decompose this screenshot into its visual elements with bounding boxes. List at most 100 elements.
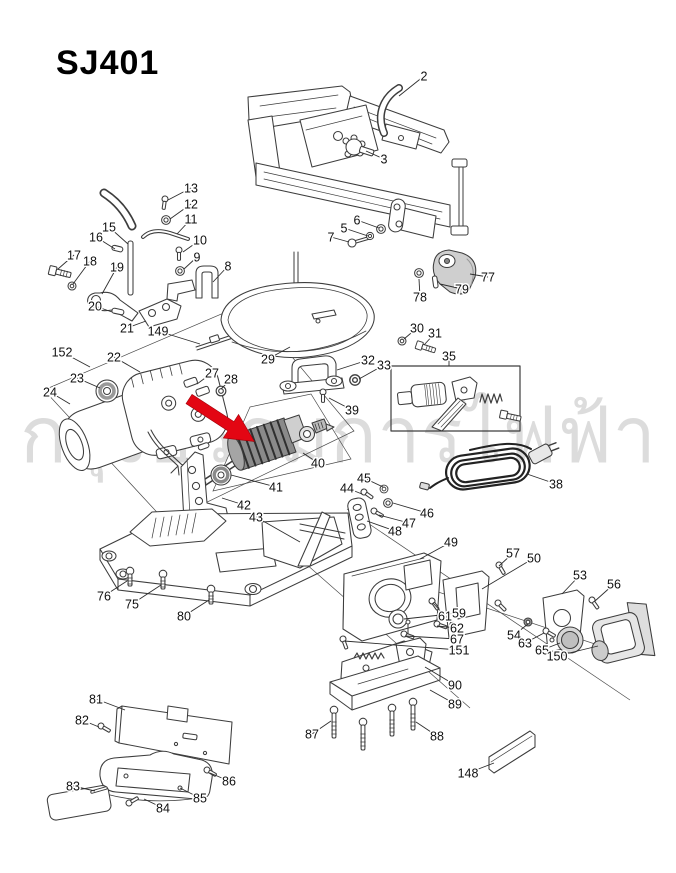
part-label-61: 61 <box>438 609 452 623</box>
tension-lever-box <box>390 365 522 432</box>
part-label-83: 83 <box>66 779 80 793</box>
leader-line-23 <box>76 377 101 389</box>
part-label-87: 87 <box>305 727 319 741</box>
leader-line-6 <box>356 219 380 229</box>
part-label-17: 17 <box>67 248 81 262</box>
leader-line-86 <box>209 772 230 782</box>
leader-line-46 <box>392 502 428 514</box>
part-label-12: 12 <box>184 197 198 211</box>
part-label-59: 59 <box>452 606 466 620</box>
leader-line-21 <box>126 320 147 329</box>
part-label-30: 30 <box>410 321 424 335</box>
part-label-10: 10 <box>193 233 207 247</box>
part-label-7: 7 <box>328 230 335 244</box>
part-label-19: 19 <box>110 260 124 274</box>
leader-line-13 <box>167 187 192 201</box>
part-label-43: 43 <box>249 510 263 524</box>
part-label-78: 78 <box>413 290 427 304</box>
leader-line-54 <box>513 623 529 636</box>
leader-line-57 <box>498 552 514 567</box>
leader-line-82 <box>81 719 100 728</box>
leader-line-32 <box>336 359 369 371</box>
part-label-35: 35 <box>442 349 456 363</box>
part-label-50: 50 <box>527 551 541 565</box>
switch-plate-assembly <box>329 619 441 751</box>
leader-line-12 <box>169 203 192 220</box>
part-label-40: 40 <box>311 456 325 470</box>
part-label-15: 15 <box>102 220 116 234</box>
leader-line-148 <box>467 762 495 774</box>
highlight-arrow <box>185 393 255 442</box>
part-label-47: 47 <box>402 516 416 530</box>
part-label-23: 23 <box>70 371 84 385</box>
part-label-76: 76 <box>97 589 111 603</box>
part-label-24: 24 <box>43 385 57 399</box>
clamp-knob <box>342 134 375 158</box>
part-label-67: 67 <box>450 632 464 646</box>
part-label-89: 89 <box>448 697 462 711</box>
part-label-27: 27 <box>205 366 219 380</box>
part-label-44: 44 <box>340 481 354 495</box>
leader-line-62 <box>436 625 458 629</box>
leader-line-65 <box>541 642 561 651</box>
leader-line-24 <box>49 391 71 405</box>
part-label-63: 63 <box>518 636 532 650</box>
leader-line-149 <box>157 330 201 345</box>
leader-line-17 <box>57 254 75 270</box>
motor-wires <box>147 429 190 476</box>
leader-line-18 <box>72 260 91 285</box>
part-label-90: 90 <box>448 678 462 692</box>
leader-line-8 <box>212 265 229 283</box>
link-fasteners <box>347 224 386 248</box>
part-label-2: 2 <box>421 69 428 83</box>
part-label-20: 20 <box>88 299 102 313</box>
leader-line-42 <box>221 497 245 506</box>
part-label-32: 32 <box>361 353 375 367</box>
leader-line-2 <box>398 75 425 97</box>
leader-line-84 <box>143 798 164 809</box>
page-title: SJ401 <box>56 44 160 82</box>
leader-line-79 <box>439 283 463 290</box>
part-label-84: 84 <box>156 801 170 815</box>
leader-line-47 <box>378 514 410 524</box>
part-label-57: 57 <box>506 546 520 560</box>
part-label-82: 82 <box>75 713 89 727</box>
base <box>99 508 353 607</box>
leader-line-9 <box>183 256 198 270</box>
part-label-152: 152 <box>52 345 73 359</box>
leader-line-28 <box>220 378 232 390</box>
part-label-53: 53 <box>573 568 587 582</box>
part-label-45: 45 <box>357 471 371 485</box>
leader-line-33 <box>358 364 385 380</box>
leader-line-10 <box>182 239 201 253</box>
part-label-54: 54 <box>507 628 521 642</box>
leader-line-53 <box>561 574 581 595</box>
leader-line-81 <box>95 698 126 711</box>
leader-line-67 <box>404 635 458 640</box>
part-label-80: 80 <box>177 609 191 623</box>
part-label-65: 65 <box>535 643 549 657</box>
part-label-46: 46 <box>420 506 434 520</box>
leader-line-30 <box>403 327 418 340</box>
leader-line-27 <box>196 372 213 385</box>
part-label-11: 11 <box>185 212 198 226</box>
part-label-81: 81 <box>89 692 103 706</box>
upper-arm-assembly <box>247 85 469 307</box>
spring <box>479 393 503 404</box>
leader-line-39 <box>328 397 353 411</box>
leader-line-7 <box>330 236 350 243</box>
leader-line-80 <box>183 599 210 617</box>
part-label-42: 42 <box>237 498 251 512</box>
part-label-13: 13 <box>184 181 198 195</box>
part-label-9: 9 <box>194 250 201 264</box>
part-label-49: 49 <box>444 535 458 549</box>
part-label-28: 28 <box>224 372 238 386</box>
part-label-33: 33 <box>377 358 391 372</box>
part-label-18: 18 <box>83 254 97 268</box>
motor-assembly <box>58 359 229 476</box>
bearing-and-bracket <box>180 451 232 522</box>
leader-line-59 <box>403 612 460 620</box>
leader-line-22 <box>113 356 141 373</box>
part-label-79: 79 <box>455 282 469 296</box>
leader-lines <box>49 75 615 809</box>
